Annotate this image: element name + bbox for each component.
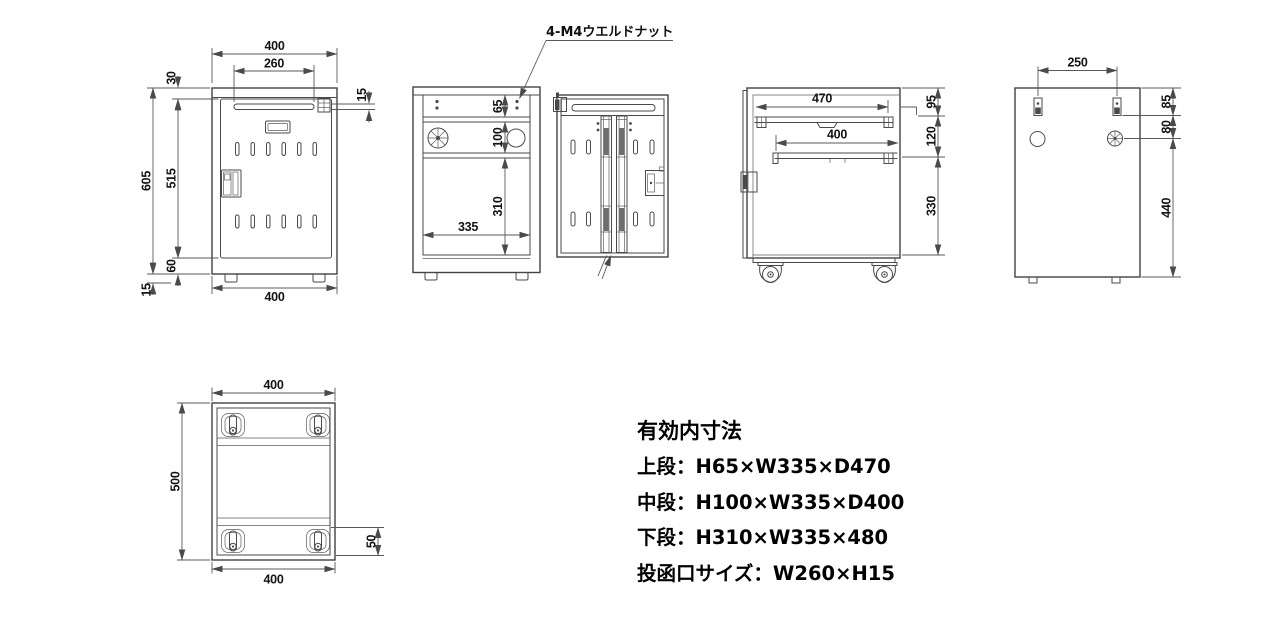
dim-front-width-top: 400	[265, 39, 285, 53]
door-inside-view	[553, 92, 669, 280]
door-panel	[220, 98, 332, 259]
hanging-slot	[1033, 97, 1122, 116]
dim-rear-slot-to-hole: 80	[1160, 120, 1174, 134]
open-front-view: 65 100 310 335 4-M4ウエルドナット	[412, 25, 673, 281]
dim-open-middle-height: 100	[491, 127, 505, 147]
notes-row-middle: 中段：H100×W335×D400	[637, 491, 904, 514]
dim-side-middle-height: 120	[925, 126, 939, 146]
dim-front-overall-height: 605	[140, 171, 154, 191]
shelf-middle	[772, 152, 898, 164]
mail-slot-inner	[571, 104, 656, 112]
dim-side-lower-height: 330	[925, 196, 939, 216]
caster-bottom-view	[221, 413, 330, 553]
door-hinge-icon	[317, 98, 331, 113]
dim-open-inner-width: 335	[458, 220, 478, 234]
bottom-view: 400 500 50 400	[169, 378, 384, 587]
inner-dimensions-notes: 有効内寸法 上段：H65×W335×D470 中段：H100×W335×D400…	[637, 419, 904, 585]
vent-slots-door	[570, 139, 655, 227]
weld-nut-dots	[435, 99, 519, 110]
dim-open-upper-height: 65	[491, 100, 505, 114]
side-view: 470 400 95 120 330	[740, 87, 945, 284]
dim-front-door-height: 515	[165, 168, 179, 188]
caster-side	[757, 262, 898, 284]
dim-side-middle-depth: 400	[827, 128, 847, 142]
dim-front-width-bottom: 400	[265, 290, 285, 304]
weld-nut-callout: 4-M4ウエルドナット	[519, 25, 673, 99]
base-rail	[752, 257, 896, 263]
caster	[424, 272, 529, 281]
notes-row-upper: 上段：H65×W335×D470	[637, 455, 891, 478]
dim-bottom-depth: 500	[169, 471, 183, 491]
dim-open-lower-height: 310	[491, 196, 505, 216]
cable-hole	[506, 128, 526, 148]
rear-feet	[1028, 276, 1121, 284]
dim-rear-top-to-slot: 85	[1160, 95, 1174, 109]
dim-front-caster-height: 15	[140, 283, 154, 297]
weld-nut-callout-label: 4-M4ウエルドナット	[546, 25, 673, 40]
fan-vent-icon	[427, 127, 449, 149]
dim-rear-slot-pitch: 250	[1068, 56, 1088, 70]
dim-side-upper-height: 95	[925, 95, 939, 109]
rear-view: 250 85 80 440	[1014, 56, 1181, 284]
weld-nut-dots-door	[596, 122, 632, 132]
dim-front-slot-height: 15	[355, 88, 369, 102]
mounting-hole	[1029, 131, 1046, 147]
name-plate	[265, 120, 291, 134]
lock-side-icon	[740, 171, 758, 193]
caster	[224, 273, 326, 283]
mail-slot	[233, 103, 315, 110]
dim-front-base-height: 60	[165, 259, 179, 273]
dim-front-slot-width: 260	[264, 57, 284, 71]
latch-icon	[553, 92, 567, 112]
lock-handle	[221, 169, 242, 198]
dim-side-upper-depth: 470	[812, 92, 832, 106]
lock-mechanism-icon	[645, 166, 665, 196]
front-view: 400 260 15 605 515 30 60 15 400	[140, 39, 375, 304]
notes-title: 有効内寸法	[637, 419, 742, 443]
dim-bottom-width-top: 400	[264, 378, 284, 392]
dim-bottom-caster-inset: 50	[365, 535, 379, 549]
shelf-upper	[754, 116, 894, 128]
fan-vent-rear-icon	[1107, 130, 1123, 147]
dim-front-top-gap: 30	[165, 71, 179, 85]
door-stiffener-channels	[600, 115, 628, 253]
dim-bottom-width-bottom: 400	[264, 573, 284, 587]
notes-row-slot: 投函口サイズ：W260×H15	[637, 562, 895, 585]
notes-row-lower: 下段：H310×W335×480	[637, 526, 888, 549]
door-leader-line	[597, 255, 612, 280]
vent-slots	[235, 142, 317, 229]
dim-rear-hole-to-bottom: 440	[1160, 197, 1174, 217]
